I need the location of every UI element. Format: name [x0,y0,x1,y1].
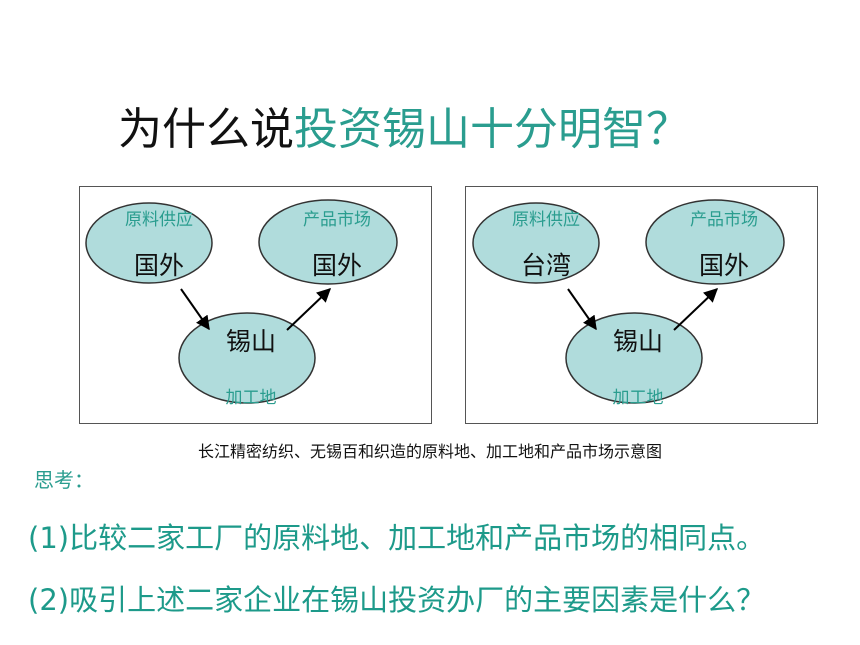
arrow-source-to-processing [567,288,597,331]
arrow-processing-to-market [673,288,719,331]
title-highlight: 投资锡山十分明智 [294,104,646,155]
source-label: 原料供应 [125,210,193,230]
flow-diagram-2: 原料供应 台湾 产品市场 国外 锡山 加工地 [472,199,785,408]
market-place: 国外 [699,251,749,280]
arrow-processing-to-market [286,288,332,331]
arrow-source-to-processing [180,288,210,331]
market-label: 产品市场 [303,210,371,230]
flow-diagram-1: 原料供应 国外 产品市场 国外 锡山 加工地 [85,199,398,408]
question-1: (1)比较二家工厂的原料地、加工地和产品市场的相同点。 [28,521,766,555]
title-prefix: 为什么说 [118,104,294,155]
market-ellipse [645,199,785,285]
think-label: 思考： [34,468,94,492]
diagram-panel-baihe: 原料供应 台湾 产品市场 国外 锡山 加工地 [465,186,818,424]
processing-place: 锡山 [226,327,276,356]
processing-label: 加工地 [613,388,664,408]
page-title: 为什么说投资锡山十分明智？ [118,100,690,160]
processing-place: 锡山 [613,327,663,356]
processing-ellipse [565,312,703,404]
processing-label: 加工地 [226,388,277,408]
title-suffix: ？ [646,104,690,155]
source-place: 台湾 [521,251,571,280]
diagram-caption: 长江精密纺织、无锡百和织造的原料地、加工地和产品市场示意图 [197,442,662,461]
question-2: (2)吸引上述二家企业在锡山投资办厂的主要因素是什么？ [28,583,766,617]
diagram-panel-changjiang: 原料供应 国外 产品市场 国外 锡山 加工地 [79,186,432,424]
source-place: 国外 [134,251,184,280]
source-ellipse [85,202,213,284]
market-ellipse [258,199,398,285]
processing-ellipse [178,312,316,404]
source-ellipse [472,202,600,284]
source-label: 原料供应 [512,210,580,230]
market-place: 国外 [312,251,362,280]
market-label: 产品市场 [690,210,758,230]
